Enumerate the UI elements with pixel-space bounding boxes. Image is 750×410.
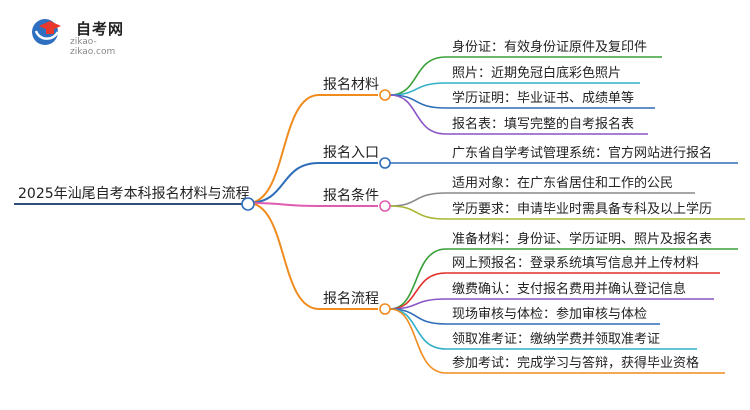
branch-label[interactable]: 报名材料 xyxy=(323,77,379,93)
root-label: 2025年汕尾自考本科报名材料与流程 xyxy=(18,186,250,202)
leaf-connector xyxy=(389,308,447,374)
branch-collapse-toggle[interactable] xyxy=(379,157,391,169)
leaf-label[interactable]: 照片：近期免冠白底彩色照片 xyxy=(452,65,621,81)
branch-label[interactable]: 报名流程 xyxy=(323,291,379,307)
leaf-label[interactable]: 参加考试：完成学习与答辩，获得毕业资格 xyxy=(452,355,699,371)
branch-label[interactable]: 报名条件 xyxy=(323,187,379,204)
branch-connector xyxy=(247,202,320,310)
leaf-label[interactable]: 适用对象：在广东省居住和工作的公民 xyxy=(452,175,673,191)
branch-collapse-toggle[interactable] xyxy=(379,200,391,212)
branch-connector xyxy=(247,202,320,207)
leaf-label[interactable]: 现场审核与体检：参加审核与体检 xyxy=(452,306,647,322)
branch-collapse-toggle[interactable] xyxy=(379,89,391,101)
leaf-label[interactable]: 准备材料：身份证、学历证明、照片及报名表 xyxy=(452,231,712,247)
leaf-label[interactable]: 广东省自学考试管理系统：官方网站进行报名 xyxy=(452,145,712,161)
leaf-label[interactable]: 报名表：填写完整的自考报名表 xyxy=(452,116,634,132)
leaf-connector xyxy=(389,272,447,310)
leaf-label[interactable]: 学历要求：申请毕业时需具备专科及以上学历 xyxy=(452,201,712,217)
leaf-connector xyxy=(389,56,447,96)
root-collapse-toggle[interactable] xyxy=(241,197,255,211)
logo-url: zikao-zikao.com xyxy=(70,37,116,57)
leaf-label[interactable]: 网上预报名：登录系统填写信息并上传材料 xyxy=(452,255,699,271)
leaf-label[interactable]: 领取准考证：缴纳学费并领取准考证 xyxy=(452,331,660,347)
leaf-connector xyxy=(389,248,447,310)
leaf-label[interactable]: 学历证明：毕业证书、成绩单等 xyxy=(452,90,634,106)
leaf-connector xyxy=(389,94,447,135)
branch-collapse-toggle[interactable] xyxy=(379,303,391,315)
site-logo[interactable]: 自考网 zikao-zikao.com xyxy=(30,14,140,57)
leaf-label[interactable]: 身份证：有效身份证原件及复印件 xyxy=(452,39,647,55)
branch-connector xyxy=(247,162,320,204)
leaf-connector xyxy=(389,205,447,220)
leaf-label[interactable]: 缴费确认：支付报名费用并确认登记信息 xyxy=(452,281,686,297)
branch-connector xyxy=(247,94,320,204)
branch-label[interactable]: 报名入口 xyxy=(323,145,379,161)
graduation-cap-icon xyxy=(32,19,61,45)
logo-title: 自考网 xyxy=(76,20,125,38)
leaf-connector xyxy=(389,192,447,207)
